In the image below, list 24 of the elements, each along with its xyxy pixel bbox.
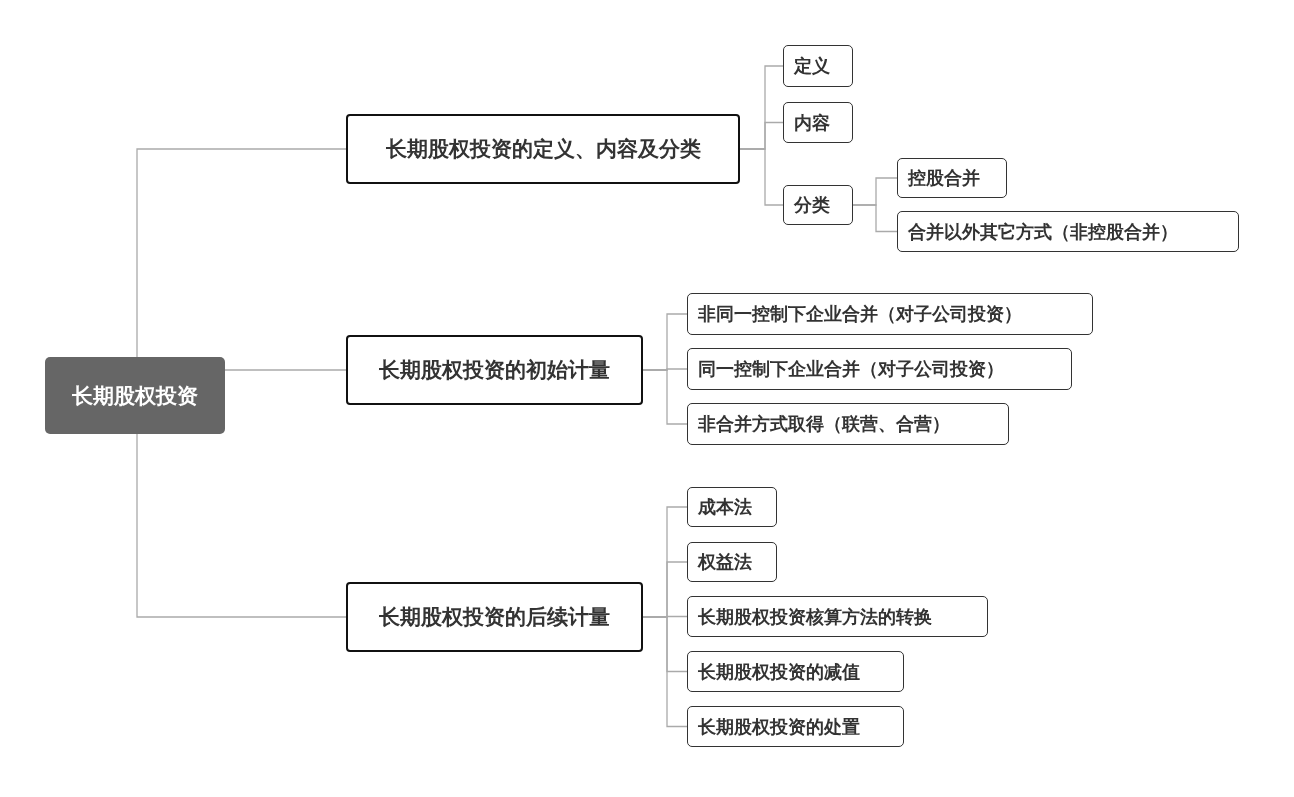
subtopic-box: 控股合并 xyxy=(897,158,1007,198)
subtopic-box: 长期股权投资的减值 xyxy=(687,651,904,692)
connector-line xyxy=(852,204,898,233)
connector-line xyxy=(739,148,784,206)
subtopic-box: 定义 xyxy=(783,45,853,87)
connector-line xyxy=(642,369,688,425)
topic-box: 长期股权投资的后续计量 xyxy=(346,582,643,652)
connector-line xyxy=(224,369,347,371)
subtopic-box: 长期股权投资的处置 xyxy=(687,706,904,747)
subtopic-box: 长期股权投资核算方法的转换 xyxy=(687,596,988,637)
subtopic-box: 非合并方式取得（联营、合营） xyxy=(687,403,1009,445)
subtopic-box: 分类 xyxy=(783,185,853,225)
connector-line xyxy=(642,616,688,728)
subtopic-box: 权益法 xyxy=(687,542,777,582)
root-box: 长期股权投资 xyxy=(45,357,225,434)
subtopic-box: 内容 xyxy=(783,102,853,143)
connector-line xyxy=(136,148,347,358)
subtopic-box: 同一控制下企业合并（对子公司投资） xyxy=(687,348,1072,390)
connector-line xyxy=(136,433,347,618)
subtopic-box: 非同一控制下企业合并（对子公司投资） xyxy=(687,293,1093,335)
subtopic-box: 成本法 xyxy=(687,487,777,527)
topic-box: 长期股权投资的初始计量 xyxy=(346,335,643,405)
subtopic-box: 合并以外其它方式（非控股合并） xyxy=(897,211,1239,252)
topic-box: 长期股权投资的定义、内容及分类 xyxy=(346,114,740,184)
